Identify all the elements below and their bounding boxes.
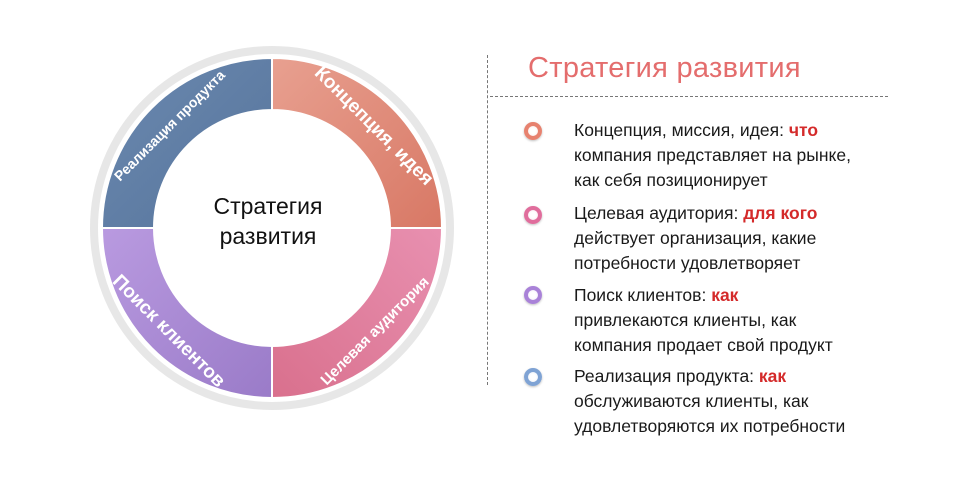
item-text-line2: компания продает свой продукт <box>574 335 833 355</box>
center-title-line2: развития <box>220 223 317 249</box>
item-lead: Реализация продукта: <box>574 366 755 386</box>
item-accent: для кого <box>743 203 818 223</box>
list-item: Реализация продукта: как обслуживаются к… <box>574 364 914 439</box>
bullet-ring-icon <box>524 368 542 386</box>
item-accent: как <box>758 366 787 386</box>
item-text-line2: как себя позиционирует <box>574 170 768 190</box>
center-title-line1: Стратегия <box>214 193 323 219</box>
item-lead: Целевая аудитория: <box>574 203 739 223</box>
item-text-line2: потребности удовлетворяет <box>574 253 801 273</box>
segment-client-search <box>100 227 273 400</box>
bullet-ring-icon <box>524 122 542 140</box>
bullet-ring-icon <box>524 286 542 304</box>
segment-product-realization <box>100 56 273 229</box>
title-underline <box>490 96 888 97</box>
item-lead: Концепция, миссия, идея: <box>574 120 784 140</box>
item-text-line1: компания представляет на рынке, <box>574 145 851 165</box>
bullet-ring-icon <box>524 206 542 224</box>
segment-target-audience <box>271 227 444 400</box>
item-text-line1: привлекаются клиенты, как <box>574 310 797 330</box>
item-text-line2: удовлетворяются их потребности <box>574 416 846 436</box>
item-text-line1: обслуживаются клиенты, как <box>574 391 809 411</box>
item-accent: как <box>711 285 739 305</box>
item-lead: Поиск клиентов: <box>574 285 707 305</box>
list-item: Целевая аудитория: для кого действует ор… <box>574 201 914 276</box>
list-item: Поиск клиентов: как привлекаются клиенты… <box>574 283 914 358</box>
list-item: Концепция, миссия, идея: что компания пр… <box>574 118 914 193</box>
vertical-divider <box>487 55 488 385</box>
item-text-line1: действует организация, какие <box>574 228 817 248</box>
item-accent: что <box>788 120 819 140</box>
panel-title: Стратегия развития <box>528 52 801 84</box>
